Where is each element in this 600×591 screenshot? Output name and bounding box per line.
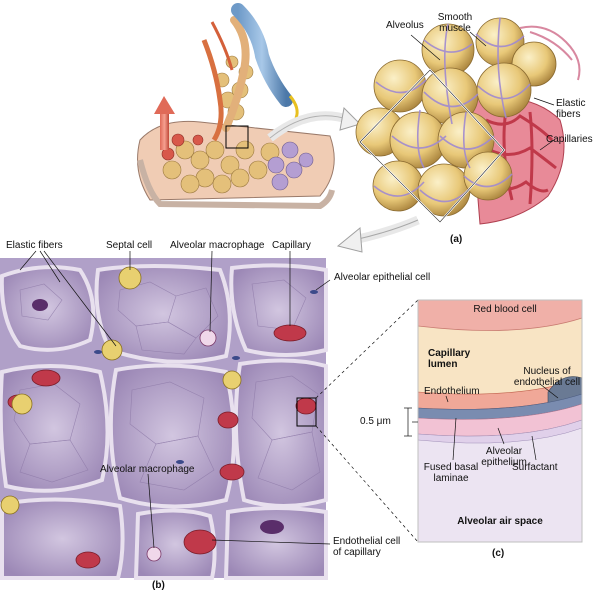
zoom-connectors <box>315 299 419 543</box>
label-smooth-muscle: Smooth muscle <box>437 12 473 34</box>
alveolar-sac <box>355 17 581 225</box>
label-alveolus: Alveolus <box>386 20 424 31</box>
label-capillary: Capillary <box>272 240 311 251</box>
label-scale-bar: 0.5 μm <box>360 416 391 427</box>
lung-section-inset <box>137 3 335 210</box>
label-elastic-fibers-b: Elastic fibers <box>6 240 63 251</box>
alveolar-tissue-section <box>0 258 328 580</box>
caption-panel-b: (b) <box>152 580 165 591</box>
label-alveolar-air-space: Alveolar air space <box>457 516 543 527</box>
leaders-panel-b <box>19 250 331 549</box>
respiratory-membrane-detail <box>417 299 583 543</box>
label-surfactant: Surfactant <box>512 462 558 473</box>
label-alveolar-macrophage-top: Alveolar macrophage <box>170 240 265 251</box>
label-nucleus-of-endothelial-cell: Nucleus of endothelial cell <box>513 366 581 388</box>
arrow-to-panel-b <box>353 215 420 245</box>
caption-panel-c: (c) <box>492 548 505 559</box>
label-red-blood-cell: Red blood cell <box>473 304 537 315</box>
label-endothelial-cell-of-capillary: Endothelial cell of capillary <box>333 536 401 558</box>
leaders-panel-c <box>404 383 559 461</box>
label-septal-cell: Septal cell <box>106 240 153 251</box>
label-alveolar-epithelial-cell: Alveolar epithelial cell <box>334 272 431 283</box>
label-elastic-fibers-a: Elastic fibers <box>556 98 586 120</box>
label-alveolar-epithelium: Alveolar epithelium <box>481 446 527 468</box>
leaders-panel-a <box>410 31 555 151</box>
label-capillary-lumen: Capillary lumen <box>428 348 471 370</box>
label-capillaries: Capillaries <box>546 134 593 145</box>
label-endothelium: Endothelium <box>424 386 480 397</box>
caption-panel-a: (a) <box>450 234 463 245</box>
label-fused-basal-laminae: Fused basal laminae <box>423 462 479 484</box>
label-alveolar-macrophage-mid: Alveolar macrophage <box>100 464 195 475</box>
